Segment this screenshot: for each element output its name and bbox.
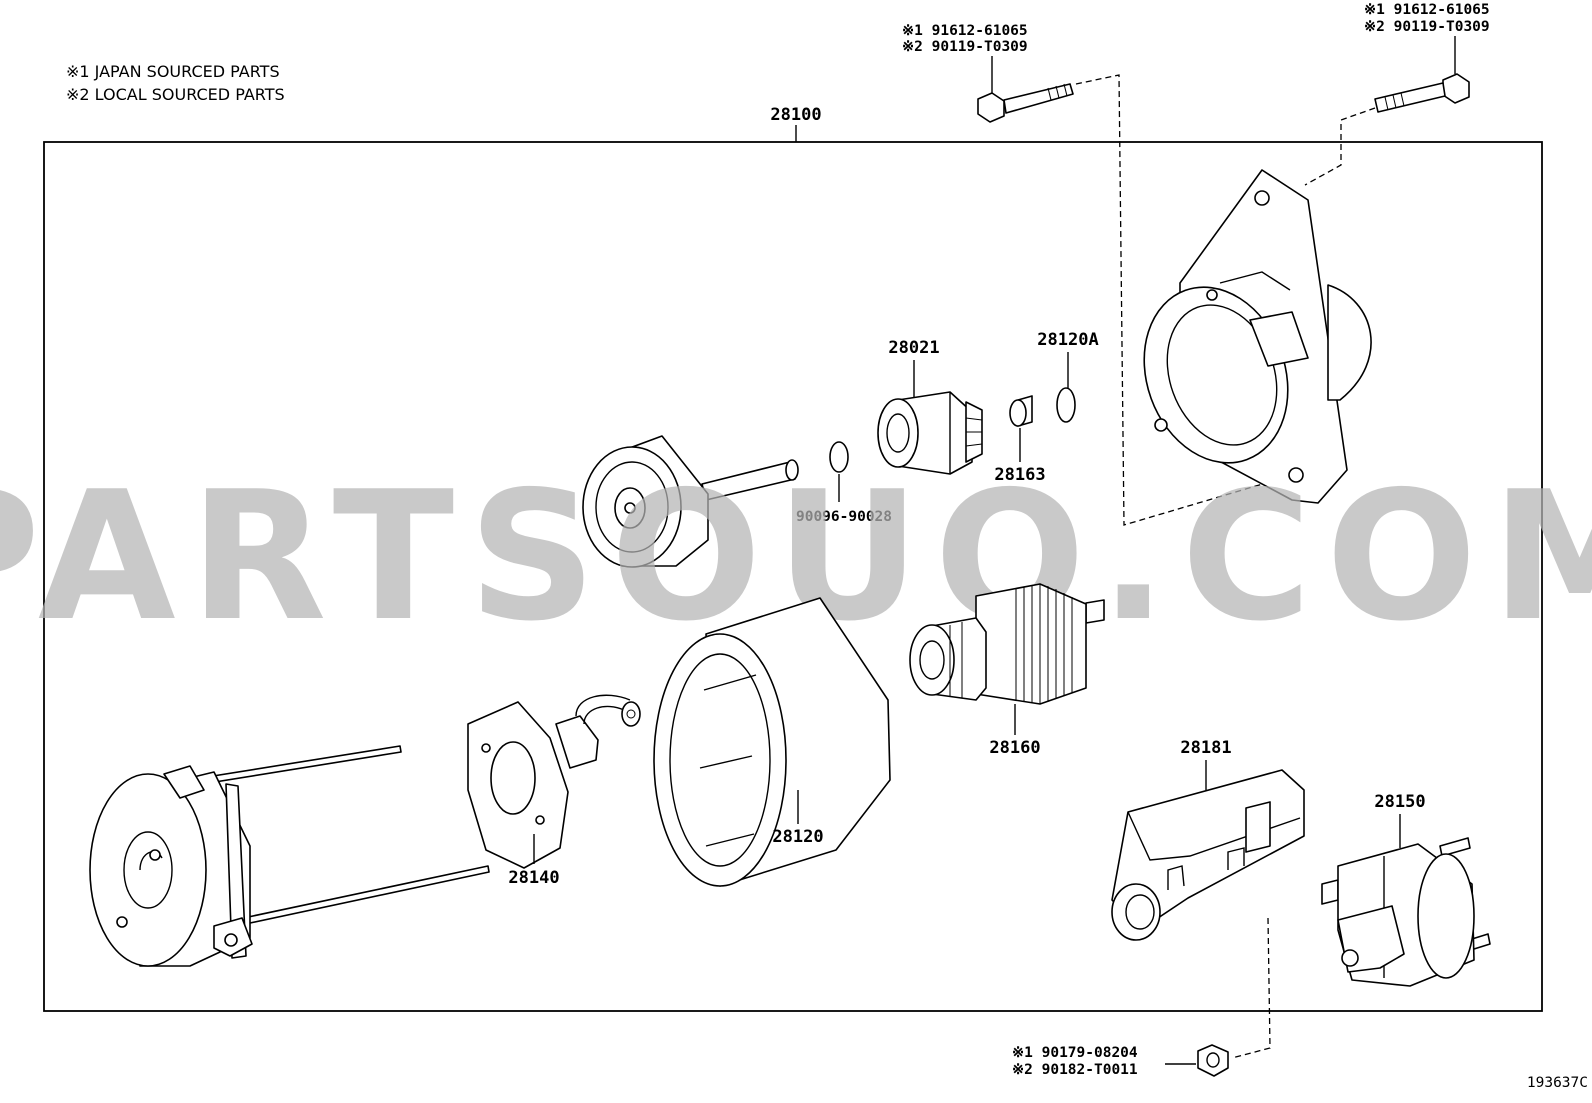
assembly-frame xyxy=(43,141,1543,1012)
bolt-top-right[interactable] xyxy=(1374,73,1470,113)
label-28021[interactable]: 28021 xyxy=(888,338,939,358)
dashed-line-nut xyxy=(1231,917,1271,1059)
lead-boot-28181[interactable] xyxy=(1111,769,1305,941)
label-28160[interactable]: 28160 xyxy=(989,738,1040,758)
solenoid-switch-28150[interactable] xyxy=(1321,837,1491,987)
o-ring-28120A[interactable] xyxy=(1056,387,1076,423)
label-28163[interactable]: 28163 xyxy=(994,465,1045,485)
bolt-top-left-local-label[interactable]: ※2 90119-T0309 xyxy=(902,39,1028,55)
dashed-line-bolt-right xyxy=(1304,107,1376,186)
planetary-shaft-gear[interactable] xyxy=(582,435,799,568)
legend-japan-sourced: ※1 JAPAN SOURCED PARTS xyxy=(66,62,280,81)
label-28120[interactable]: 28120 xyxy=(772,827,823,847)
bolt-top-right-jp-label[interactable]: ※1 91612-61065 xyxy=(1364,2,1490,18)
label-28120A[interactable]: 28120A xyxy=(1037,330,1098,350)
label-28150[interactable]: 28150 xyxy=(1374,792,1425,812)
bolt-top-left-jp-label[interactable]: ※1 91612-61065 xyxy=(902,23,1028,39)
commutator-end-frame[interactable] xyxy=(89,745,490,967)
yoke-28120[interactable] xyxy=(653,597,891,887)
nut-jp-label[interactable]: ※1 90179-08204 xyxy=(1012,1045,1138,1061)
diagram-code: 193637C xyxy=(1527,1075,1588,1091)
label-28181[interactable]: 28181 xyxy=(1180,738,1231,758)
label-90096-90028[interactable]: 90096-90028 xyxy=(796,509,892,525)
nut-local-label[interactable]: ※2 90182-T0011 xyxy=(1012,1062,1138,1078)
label-28100[interactable]: 28100 xyxy=(770,105,821,125)
brush-holder-28140[interactable] xyxy=(467,694,641,869)
bushing-28163[interactable] xyxy=(1009,395,1033,427)
dashed-line-bolt-left xyxy=(1075,74,1267,526)
legend-local-sourced: ※2 LOCAL SOURCED PARTS xyxy=(66,85,285,104)
armature-28160[interactable] xyxy=(909,583,1105,705)
nut-bottom[interactable] xyxy=(1197,1044,1229,1077)
bolt-top-left[interactable] xyxy=(977,83,1074,123)
pinion-clutch-28021[interactable] xyxy=(877,391,983,475)
drive-housing[interactable] xyxy=(1120,169,1372,504)
label-28140[interactable]: 28140 xyxy=(508,868,559,888)
bolt-top-right-local-label[interactable]: ※2 90119-T0309 xyxy=(1364,19,1490,35)
snap-ring-90096-90028[interactable] xyxy=(829,441,849,473)
